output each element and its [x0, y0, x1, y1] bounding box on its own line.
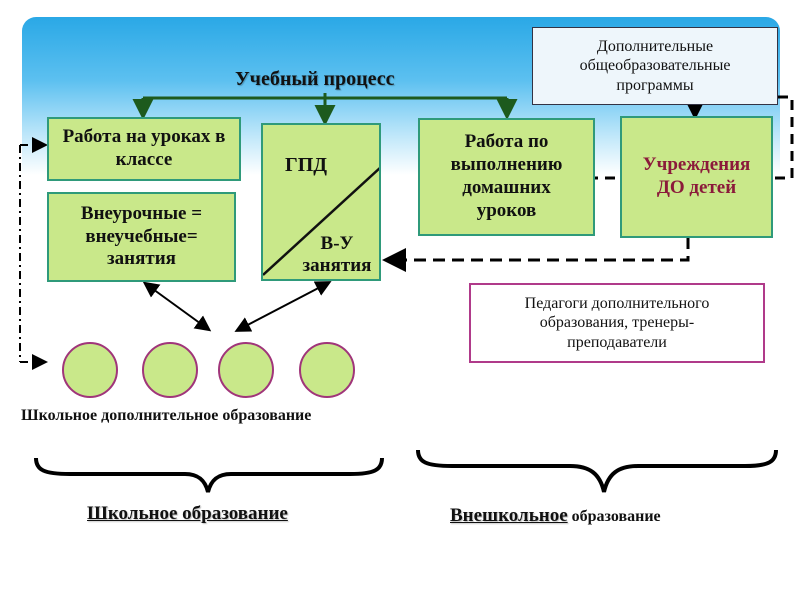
- title-label: Учебный процесс: [235, 68, 395, 90]
- school-additional-label: Школьное дополнительное образование: [21, 407, 312, 424]
- school-brace: [34, 457, 384, 493]
- lessons-box: Работа на уроках в классе: [47, 117, 241, 181]
- circle-4: [299, 342, 355, 398]
- extracurricular-box: Внеурочные = внеучебные= занятия: [47, 192, 236, 282]
- gpd-label: ГПД: [285, 154, 328, 176]
- homework-box: Работа по выполнению домашних уроков: [418, 118, 595, 236]
- outside-brace: [416, 449, 778, 493]
- vu-to-circles-arrow: [234, 281, 332, 332]
- extracurricular-to-circles-arrow: [142, 281, 212, 332]
- gpd-divider: [263, 167, 379, 276]
- outside-bold-label: Внешкольное: [450, 505, 568, 526]
- institutions-box: Учреждения ДО детей: [620, 116, 773, 238]
- teachers-box: Педагоги дополнительного образования, тр…: [469, 283, 765, 363]
- outside-education-label: Внешкольное образование: [450, 505, 661, 527]
- circle-3: [218, 342, 274, 398]
- institutions-to-gpd-arrow: [382, 237, 690, 272]
- school-education-label: Школьное образование: [87, 503, 288, 524]
- title-fork-arrows: [132, 93, 518, 126]
- gpd-vu-box: ГПД В-У занятия: [261, 123, 381, 281]
- circle-1: [62, 342, 118, 398]
- outside-rest-label: образование: [567, 508, 661, 525]
- circle-2: [142, 342, 198, 398]
- programs-box: Дополнительные общеобразовательные прогр…: [532, 27, 778, 105]
- vu-label: В-У занятия: [302, 233, 372, 276]
